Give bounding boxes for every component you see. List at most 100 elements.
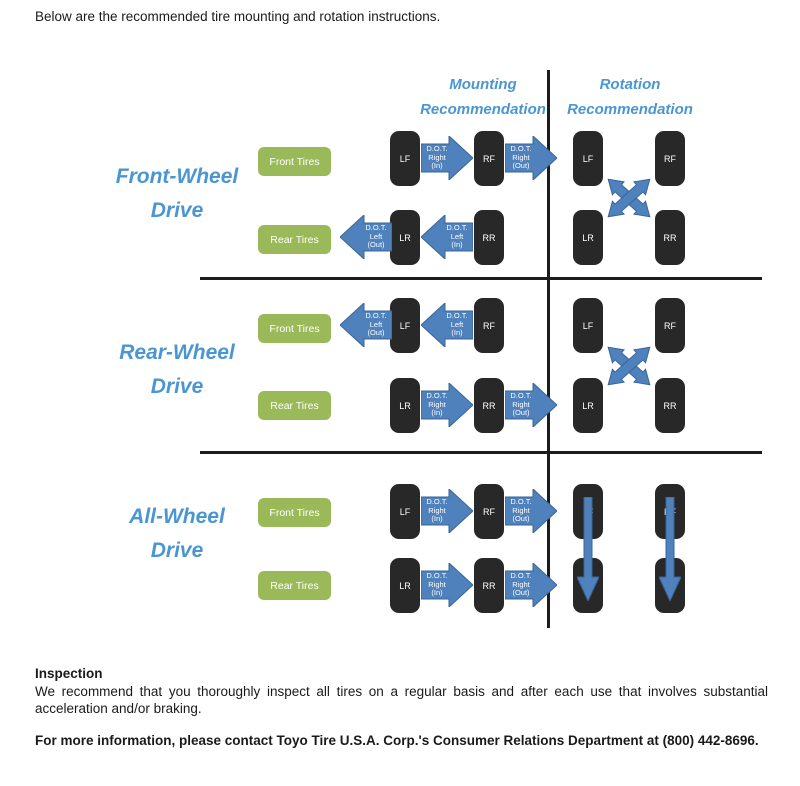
arrow-label: D.O.T. Left (Out) [361,215,391,259]
arrow-label-line3: (In) [451,240,463,250]
awd-mounting-tire-lr: LR [390,558,420,613]
arrow-label-line2: Left [369,231,383,241]
arrow-label-line3: (Out) [512,588,530,598]
rwd-rear-after-arrow: D.O.T. Right (Out) [505,383,557,427]
arrow-label-line2: Right [512,399,530,409]
arrow-label-line3: (Out) [367,240,385,250]
arrow-label: D.O.T. Right (Out) [506,489,536,533]
fwd-rear-between-arrow: D.O.T. Left (In) [421,215,473,259]
arrow-label-line1: D.O.T. [510,144,532,154]
fwd-rear-before-arrow: D.O.T. Left (Out) [340,215,392,259]
arrow-label: D.O.T. Left (In) [442,303,472,347]
awd-rear-between-arrow: D.O.T. Right (In) [421,563,473,607]
row-label-line1: Front-Wheel [115,165,239,188]
arrow-label-line1: D.O.T. [426,497,448,507]
arrow-right-icon [421,489,473,533]
rwd-mounting-tire-lf: LF [390,298,420,353]
arrow-right-icon [505,383,557,427]
arrow-label: D.O.T. Left (Out) [361,303,391,347]
arrow-label-line3: (In) [431,161,443,171]
awd-rear-after-arrow: D.O.T. Right (Out) [505,563,557,607]
arrow-label-line3: (Out) [512,161,530,171]
fwd-front-between-arrow: D.O.T. Right (In) [421,136,473,180]
arrow-label: D.O.T. Right (Out) [506,136,536,180]
intro-text: Below are the recommended tire mounting … [35,9,441,24]
arrow-left-icon [421,303,473,347]
fwd-mounting-tire-lf: LF [390,131,420,186]
awd-front-between-arrow: D.O.T. Right (In) [421,489,473,533]
arrow-label-line3: (In) [431,588,443,598]
fwd-front-after-arrow: D.O.T. Right (Out) [505,136,557,180]
rotation-header: Rotation Recommendation [555,72,705,122]
inspection-heading: Inspection [35,666,103,681]
arrow-label-line2: Right [512,152,530,162]
arrow-label-line1: D.O.T. [365,311,387,321]
row-label-line2: Drive [150,199,204,222]
rwd-rotation-tire-rf: RF [655,298,685,353]
arrow-label-line1: D.O.T. [510,571,532,581]
arrow-label-line1: D.O.T. [510,497,532,507]
arrow-label-line2: Left [369,319,383,329]
rwd-mounting-tire-rf: RF [474,298,504,353]
row-label-line1: Rear-Wheel [119,341,235,364]
arrow-label-line3: (Out) [512,514,530,524]
rwd-front-tires-badge: Front Tires [258,314,331,343]
arrow-right-icon [505,563,557,607]
awd-front-after-arrow: D.O.T. Right (Out) [505,489,557,533]
fwd-rotation-tire-rr: RR [655,210,685,265]
fwd-mounting-tire-rf: RF [474,131,504,186]
vertical-divider [547,70,550,628]
arrow-label-line2: Right [428,579,446,589]
arrow-label-line3: (In) [431,408,443,418]
awd-mounting-tire-rf: RF [474,484,504,539]
rwd-mounting-tire-lr: LR [390,378,420,433]
arrow-label-line1: D.O.T. [446,311,468,321]
rwd-rear-between-arrow: D.O.T. Right (In) [421,383,473,427]
arrow-right-icon [421,383,473,427]
arrow-label-line3: (In) [451,328,463,338]
rwd-front-between-arrow: D.O.T. Left (In) [421,303,473,347]
arrow-right-icon [505,136,557,180]
arrow-label: D.O.T. Right (In) [422,383,452,427]
arrow-label-line1: D.O.T. [365,223,387,233]
arrow-right-icon [505,489,557,533]
arrow-label-line2: Right [428,505,446,515]
arrow-left-icon [340,303,392,347]
arrow-label-line1: D.O.T. [426,144,448,154]
rotation-header-line2: Recommendation [567,101,693,118]
awd-front-tires-badge: Front Tires [258,498,331,527]
fwd-rear-tires-badge: Rear Tires [258,225,331,254]
arrow-label: D.O.T. Right (Out) [506,383,536,427]
fwd-cross-rotation-arrows-icon [607,178,651,218]
inspection-body: We recommend that you thoroughly inspect… [35,684,768,716]
rwd-rotation-tire-rr: RR [655,378,685,433]
rwd-mounting-tire-rr: RR [474,378,504,433]
rwd-rear-tires-badge: Rear Tires [258,391,331,420]
mounting-header-line2: Recommendation [420,101,546,118]
rotation-header-line1: Rotation [599,76,661,93]
awd-rear-tires-badge: Rear Tires [258,571,331,600]
awd-mounting-tire-rr: RR [474,558,504,613]
arrow-label-line2: Right [428,399,446,409]
fwd-rotation-tire-lf: LF [573,131,603,186]
rwd-rotation-tire-lr: LR [573,378,603,433]
arrow-left-icon [421,215,473,259]
arrow-right-icon [421,136,473,180]
contact-info: For more information, please contact Toy… [35,733,759,748]
awd-right-front-to-rear-arrow-icon [659,497,681,601]
arrow-left-icon [340,215,392,259]
row-label-front-wheel-drive: Front-Wheel Drive [92,160,262,228]
arrow-label-line2: Right [512,505,530,515]
fwd-mounting-tire-lr: LR [390,210,420,265]
fwd-front-tires-badge: Front Tires [258,147,331,176]
arrow-label-line3: (Out) [367,328,385,338]
arrow-label-line3: (In) [431,514,443,524]
row-divider-1 [200,277,762,280]
arrow-label-line1: D.O.T. [426,391,448,401]
fwd-rotation-tire-rf: RF [655,131,685,186]
fwd-rotation-tire-lr: LR [573,210,603,265]
awd-left-front-to-rear-arrow-icon [577,497,599,601]
row-divider-2 [200,451,762,454]
arrow-label: D.O.T. Right (In) [422,489,452,533]
